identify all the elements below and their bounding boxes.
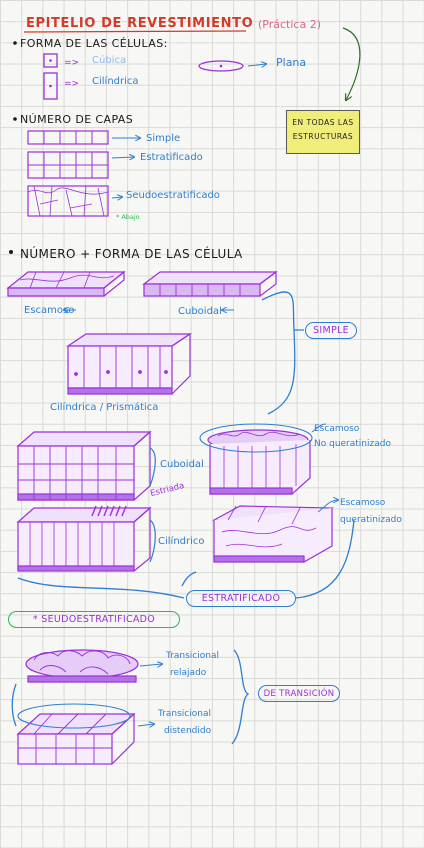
label-transicional-relajado-2: relajado (170, 668, 207, 678)
simple-cuboidal-drawing (142, 270, 278, 297)
svg-text:=>: => (64, 58, 79, 68)
label-escamoso-q-2: queratinizado (340, 515, 402, 525)
note-arrow (342, 27, 361, 100)
stratified-columnar-drawing (16, 505, 152, 572)
sticky-note: EN TODAS LAS ESTRUCTURAS (286, 110, 360, 154)
label-escamoso-q-1: Escamoso (340, 498, 386, 508)
cell-shape-heading: FORMA DE LAS CÉLULAS: (20, 37, 168, 50)
label-transicional-relajado-1: Transicional (166, 651, 219, 661)
cell-shape-cilindrica: Cilíndrica (92, 76, 139, 87)
tag-de-transicion: DE TRANSICIÓN (258, 685, 340, 702)
transitional-relaxed-drawing (25, 649, 139, 683)
transitional-distended-drawing (16, 712, 136, 765)
label-cilindrica-prismatica: Cilíndrica / Prismática (50, 402, 159, 413)
sticky-note-line1: EN TODAS LAS (292, 118, 354, 127)
label-cilindrico: Cilíndrico (158, 536, 205, 547)
cell-shape-plana: Plana (276, 56, 307, 69)
label-cuboidal-estratificado: Cuboidal (160, 459, 204, 470)
label-escamoso: Escamoso (24, 305, 75, 316)
sticky-note-line2: ESTRUCTURAS (292, 132, 354, 142)
cubic-cell-icon (43, 53, 58, 68)
stratified-bracket (17, 519, 355, 599)
bullet-2 (13, 117, 17, 121)
pseudostratified-layer-icon (27, 185, 109, 217)
svg-text:=>: => (64, 79, 79, 89)
label-cuboidal: Cuboidal (178, 306, 222, 317)
cylindric-cell-icon (43, 72, 58, 100)
tag-estratificado: ESTRATIFICADO (186, 590, 296, 607)
simple-columnar-drawing (66, 332, 192, 395)
layers-estratificado: Estratificado (140, 152, 203, 163)
page-title: EPITELIO DE REVESTIMIENTO (26, 16, 254, 31)
page-subtitle: (Práctica 2) (258, 18, 321, 31)
title-underline (23, 30, 247, 33)
layers-footnote: * Abajo (116, 213, 140, 221)
simple-layer-icon (27, 130, 109, 145)
cell-shape-cubica: Cúbica (92, 55, 127, 66)
layers-heading: NÚMERO DE CAPAS (20, 113, 134, 126)
bullet-3 (9, 250, 13, 254)
simple-squamous-drawing (6, 270, 126, 297)
simple-bracket (261, 291, 304, 415)
stratified-squamous-k-drawing (211, 505, 335, 563)
label-escamoso-nq-2: No queratinizado (314, 439, 391, 449)
label-transicional-distendido-1: Transicional (158, 709, 211, 719)
label-transicional-distendido-2: distendido (164, 726, 212, 736)
tag-simple: SIMPLE (305, 322, 357, 339)
layers-seudoestratificado: Seudoestratificado (126, 190, 220, 201)
combined-heading: NÚMERO + FORMA DE LAS CÉLULA (20, 247, 243, 261)
label-escamoso-nq-1: Escamoso (314, 424, 360, 434)
transition-bracket (11, 649, 250, 745)
layers-simple: Simple (146, 133, 181, 144)
stratified-squamous-nk-drawing (207, 429, 311, 495)
bullet-1 (13, 41, 17, 45)
stratified-cuboidal-drawing (16, 430, 152, 501)
tag-seudoestratificado: * SEUDOESTRATIFICADO (8, 611, 180, 628)
nk-highlight-ring (199, 423, 313, 453)
flat-cell-icon (198, 60, 244, 72)
distended-highlight-ring (17, 703, 131, 729)
